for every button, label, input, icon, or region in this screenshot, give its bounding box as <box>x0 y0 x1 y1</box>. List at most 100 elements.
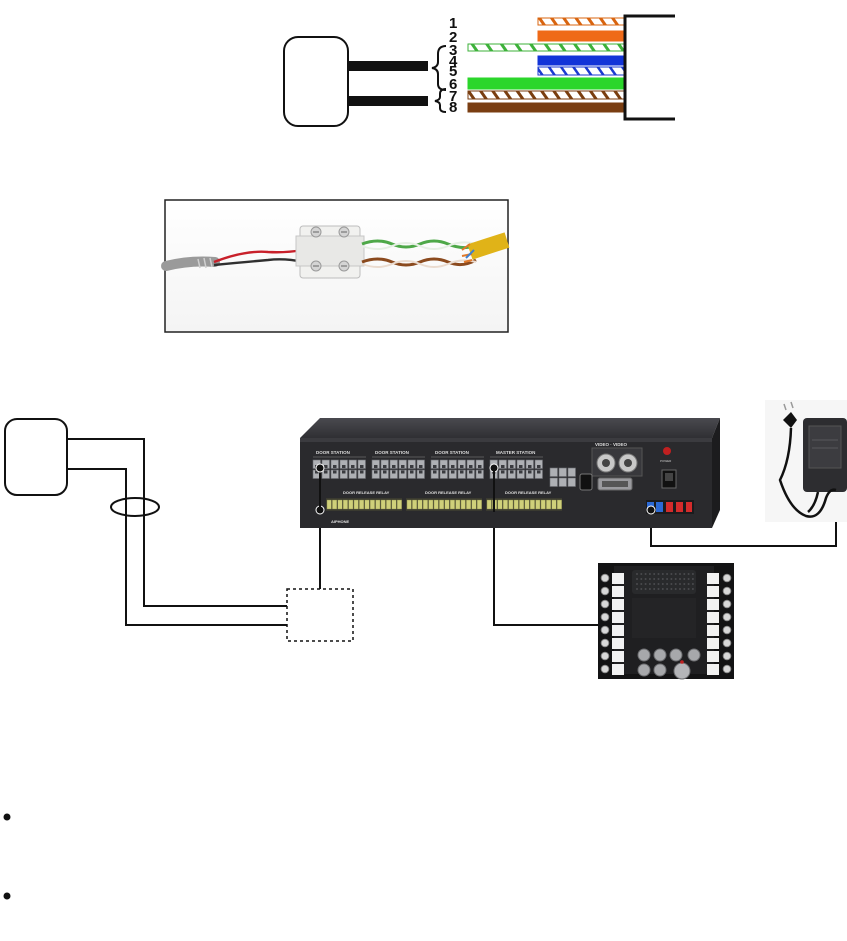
rj45-port <box>398 469 407 479</box>
power-adapter <box>765 400 847 522</box>
screw-terminal <box>439 499 444 510</box>
screw-terminal <box>519 499 525 510</box>
rj45-port <box>534 459 543 469</box>
rj45-port <box>457 469 466 479</box>
screw-terminal <box>412 499 417 510</box>
screw-terminal <box>391 499 397 510</box>
rj45-port <box>516 469 525 479</box>
pin-number-label: 1 <box>449 15 457 32</box>
rj45-port <box>507 459 516 469</box>
rj45-port <box>534 469 543 479</box>
rj45-port <box>380 469 389 479</box>
wire-pin-5 <box>537 66 626 76</box>
rj45-port <box>498 459 507 469</box>
rj45-port <box>339 469 348 479</box>
relay-label: DOOR RELEASE RELAY <box>505 490 552 495</box>
rj45-port <box>475 459 484 469</box>
terminal-block <box>295 225 365 279</box>
station-label-card <box>707 612 719 623</box>
function-key-icon <box>637 663 651 677</box>
rj45-port <box>457 459 466 469</box>
call-button-icon <box>722 651 732 661</box>
bullet-point <box>3 892 11 900</box>
rj45-port <box>416 469 425 479</box>
rj45-port <box>498 469 507 479</box>
screw-terminal <box>359 499 364 510</box>
screw-terminal <box>332 499 337 510</box>
rj45-port <box>549 467 558 477</box>
pin-number-label: 8 <box>449 99 457 116</box>
call-button-icon <box>600 612 610 622</box>
call-button-icon <box>600 573 610 583</box>
screw-terminal <box>455 499 461 510</box>
pair-brace-upper <box>431 45 447 91</box>
station-label-card <box>707 638 719 649</box>
wire-lower <box>67 468 287 626</box>
rj45-port <box>389 459 398 469</box>
green-pair <box>361 239 477 250</box>
screw-terminal <box>486 499 492 510</box>
function-key-icon <box>687 648 701 662</box>
relay-label: DOOR RELEASE RELAY <box>343 490 390 495</box>
rj45-port <box>416 459 425 469</box>
screw-terminal <box>348 499 354 510</box>
station-label-card <box>612 638 624 649</box>
screw-terminal <box>466 499 471 510</box>
rj45-port <box>439 459 448 469</box>
screw-terminal <box>551 499 557 510</box>
station-label-card <box>707 573 719 584</box>
device-block-top <box>283 36 349 127</box>
wire-pin-8 <box>467 102 626 113</box>
screw-terminal <box>423 499 428 510</box>
station-label-card <box>707 651 719 662</box>
call-button-icon <box>600 651 610 661</box>
station-label-card <box>707 625 719 636</box>
pair-brace-lower <box>434 88 447 113</box>
pin-number-label: 7 <box>449 88 457 105</box>
rj45-port <box>567 467 576 477</box>
wire-pin-1 <box>537 17 626 26</box>
talk-button-icon <box>673 662 691 680</box>
section-label: MASTER STATION <box>496 450 535 455</box>
relay-label: DOOR RELEASE RELAY <box>425 490 472 495</box>
ac-plug-icon <box>783 412 797 428</box>
rj45-port <box>380 459 389 469</box>
screw-terminal <box>513 499 519 510</box>
station-label-card <box>612 586 624 597</box>
screw-terminal <box>508 499 514 510</box>
screw-terminal <box>444 499 450 510</box>
screw-terminal <box>524 499 530 510</box>
rj45-port <box>507 469 516 479</box>
rj45-port <box>558 467 567 477</box>
function-key-icon <box>653 663 667 677</box>
call-button-icon <box>600 586 610 596</box>
brown-pair <box>361 257 477 267</box>
rj45-port <box>466 469 475 479</box>
rj45-port <box>448 469 457 479</box>
call-button-icon <box>722 599 732 609</box>
pin-number-label: 5 <box>449 63 457 80</box>
splice-photo <box>161 199 510 333</box>
call-button-icon <box>722 586 732 596</box>
bullet-point <box>3 813 11 821</box>
connection-point <box>646 505 656 515</box>
central-control-unit: DOOR STATION DOOR STATION DOOR STATION M… <box>300 418 720 528</box>
section-label: DOOR STATION <box>316 450 350 455</box>
station-label-card <box>612 612 624 623</box>
screw-terminal <box>471 499 477 510</box>
station-label-card <box>612 664 624 675</box>
screw-terminal <box>375 499 381 510</box>
call-button-icon <box>600 638 610 648</box>
function-key-icon <box>653 648 667 662</box>
station-label-card <box>612 651 624 662</box>
station-label-card <box>707 586 719 597</box>
system-wiring: DOOR STATION DOOR STATION DOOR STATION M… <box>4 400 847 680</box>
screw-terminal <box>530 499 535 510</box>
power-led-icon <box>663 447 671 455</box>
screw-terminal <box>386 499 391 510</box>
rj45-port <box>398 459 407 469</box>
station-label-card <box>612 599 624 610</box>
rj45-port <box>558 477 567 487</box>
call-button-icon <box>722 573 732 583</box>
